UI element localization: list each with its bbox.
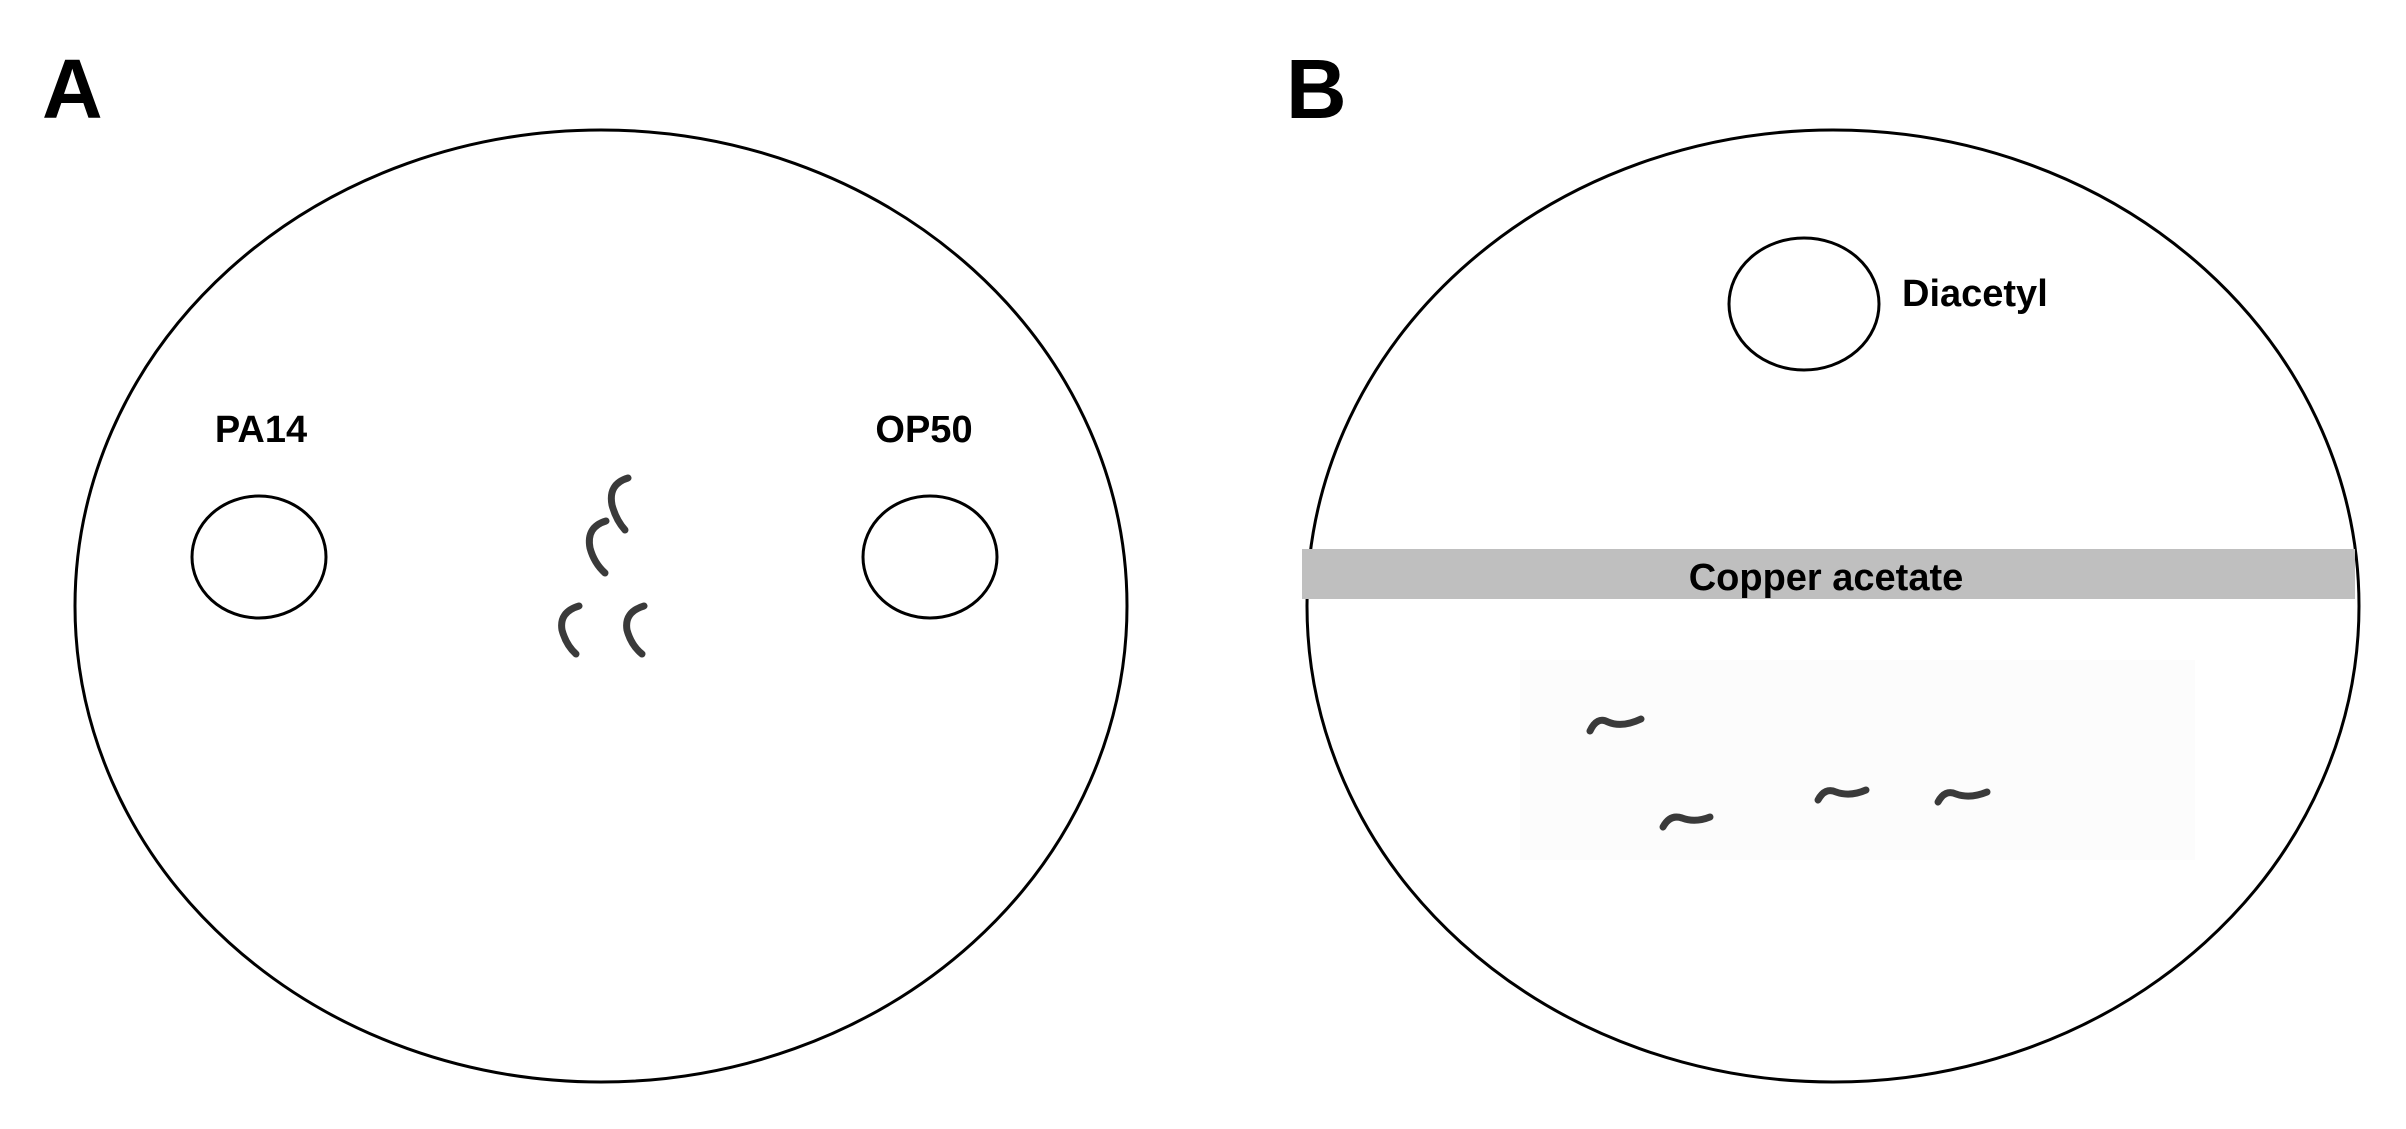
worm bbox=[1586, 715, 1645, 735]
copper-acetate-label: Copper acetate bbox=[1689, 557, 1964, 599]
copper-acetate-barrier bbox=[1302, 549, 2355, 599]
worm bbox=[1814, 786, 1870, 804]
pa14-label: PA14 bbox=[215, 409, 307, 451]
worm bbox=[558, 602, 583, 658]
plate-a bbox=[73, 128, 1129, 1084]
worm-photo-region bbox=[1520, 660, 2195, 860]
pa14-spot bbox=[190, 494, 328, 620]
diacetyl-spot bbox=[1727, 236, 1881, 372]
op50-spot bbox=[861, 494, 999, 620]
worm bbox=[1934, 788, 1991, 806]
worm bbox=[1659, 813, 1714, 831]
op50-label: OP50 bbox=[875, 409, 972, 451]
panel-a-label: A bbox=[42, 42, 103, 136]
worm bbox=[585, 517, 610, 577]
panel-b-label: B bbox=[1286, 42, 1347, 136]
worm bbox=[623, 602, 648, 658]
worm bbox=[607, 474, 632, 534]
diacetyl-label: Diacetyl bbox=[1902, 273, 2048, 315]
plate-b bbox=[1305, 128, 2361, 1084]
